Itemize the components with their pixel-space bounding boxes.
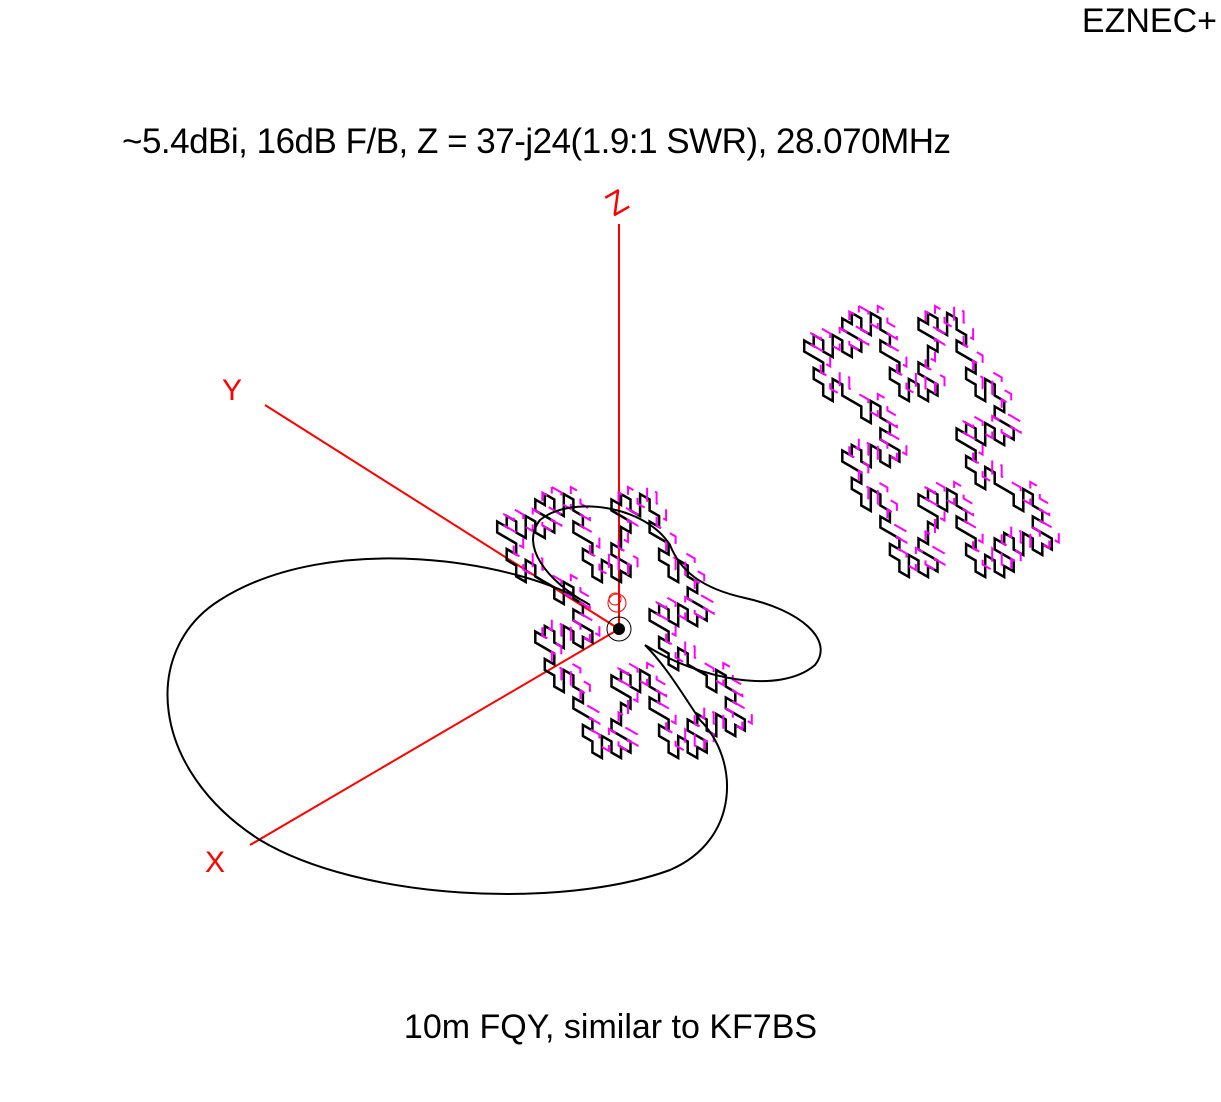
x-axis	[249, 628, 620, 846]
wire-outline	[802, 310, 1054, 580]
feed-point	[613, 623, 625, 635]
y-axis	[264, 404, 620, 630]
source-marker	[607, 593, 627, 613]
antenna-wires	[495, 304, 1060, 761]
program-name: EZNEC+	[1081, 2, 1217, 40]
y-axis-label: Y	[222, 374, 242, 407]
reflector-element	[802, 304, 1060, 580]
z-axis-label: Z	[599, 182, 634, 223]
origin-marker	[606, 616, 632, 642]
driven-element	[495, 485, 753, 761]
antenna-summary: ~5.4dBi, 16dB F/B, Z = 37-j24(1.9:1 SWR)…	[122, 122, 951, 161]
x-axis-label: X	[205, 846, 225, 879]
source-marker-inner	[608, 592, 622, 606]
radiation-pattern	[166, 505, 822, 895]
current-distribution	[503, 485, 753, 753]
axes	[249, 224, 627, 846]
antenna-caption: 10m FQY, similar to KF7BS	[403, 1008, 818, 1046]
current-distribution	[810, 304, 1060, 572]
